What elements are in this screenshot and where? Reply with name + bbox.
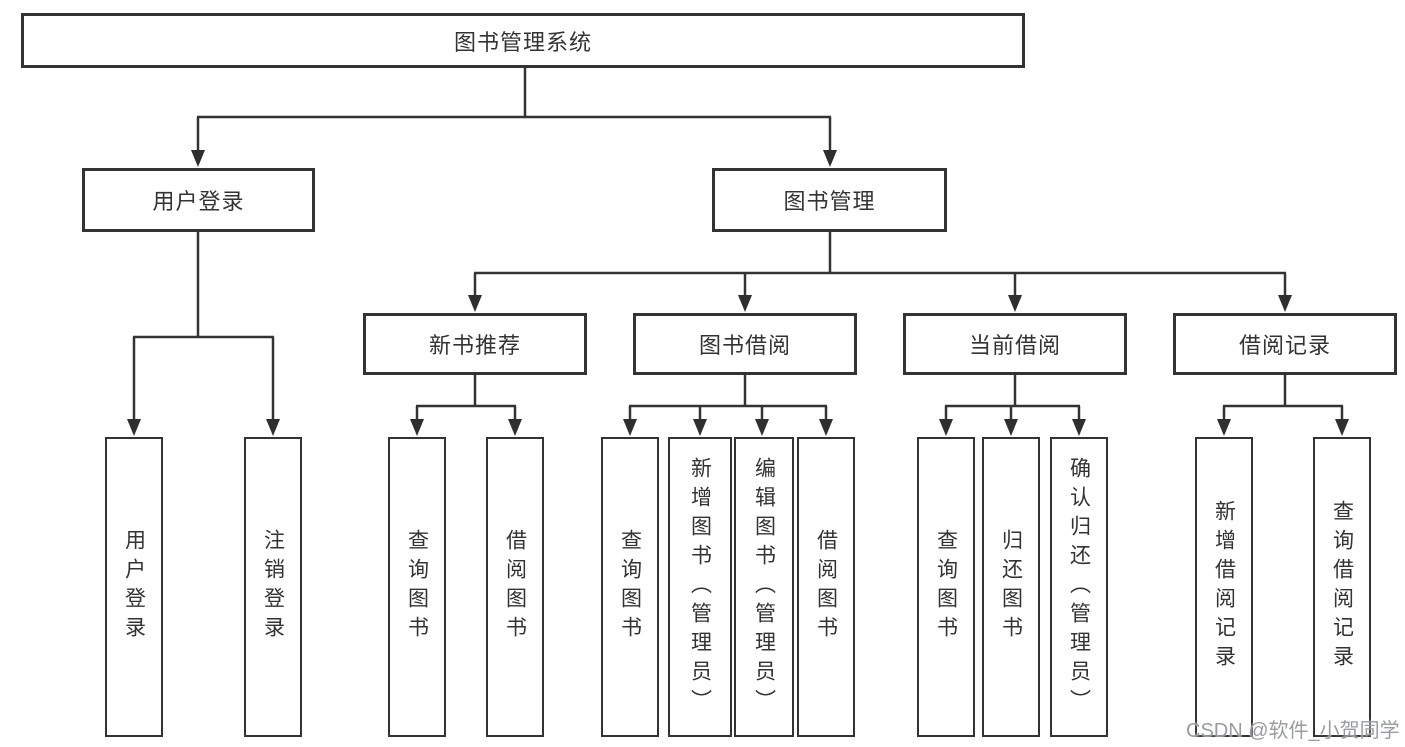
node-current-borrowing-label: 当前借阅	[968, 333, 1061, 358]
leaf-return-books: 归还图书	[982, 437, 1040, 737]
leaf-add-borrow-record: 新增借阅记录	[1195, 437, 1253, 737]
node-root-label: 图书管理系统	[453, 29, 592, 55]
leaf-edit-books-admin-label: 编辑图书（管理员）	[752, 456, 776, 718]
arrowheads-group	[127, 150, 1349, 436]
node-new-book-recommendation-label: 新书推荐	[428, 333, 521, 358]
node-book-management: 图书管理	[712, 168, 947, 232]
leaf-logout: 注销登录	[244, 437, 302, 737]
leaf-query-borrow-record: 查询借阅记录	[1313, 437, 1371, 737]
leaf-return-books-label: 归还图书	[999, 529, 1023, 645]
leaf-borrow-books-recommend-label: 借阅图书	[503, 529, 527, 645]
leaf-query-books-recommend: 查询图书	[388, 437, 446, 737]
leaf-borrow-books: 借阅图书	[797, 437, 855, 737]
leaf-edit-books-admin: 编辑图书（管理员）	[734, 437, 794, 737]
connector-group	[132, 68, 1344, 421]
csdn-watermark: CSDN @软件_小贺同学	[1186, 720, 1400, 742]
leaf-add-books-admin-label: 新增图书（管理员）	[688, 456, 712, 718]
leaf-query-books-recommend-label: 查询图书	[405, 529, 429, 645]
node-root: 图书管理系统	[21, 13, 1025, 68]
leaf-query-books-current: 查询图书	[917, 437, 975, 737]
leaf-query-books-borrowing-label: 查询图书	[618, 529, 642, 645]
leaf-query-books-current-label: 查询图书	[934, 529, 958, 645]
leaf-user-login-label: 用户登录	[122, 529, 146, 645]
node-borrowing-records: 借阅记录	[1173, 313, 1397, 375]
node-user-login-label: 用户登录	[152, 189, 245, 214]
leaf-add-borrow-record-label: 新增借阅记录	[1212, 500, 1236, 674]
node-user-login: 用户登录	[82, 168, 315, 232]
leaf-query-borrow-record-label: 查询借阅记录	[1330, 500, 1354, 674]
leaf-confirm-return-admin-label: 确认归还（管理员）	[1067, 456, 1091, 718]
leaf-query-books-borrowing: 查询图书	[601, 437, 659, 737]
leaf-confirm-return-admin: 确认归还（管理员）	[1050, 437, 1108, 737]
node-book-borrowing-label: 图书借阅	[698, 333, 791, 358]
leaf-logout-label: 注销登录	[261, 529, 285, 645]
leaf-add-books-admin: 新增图书（管理员）	[668, 437, 732, 737]
leaf-borrow-books-label: 借阅图书	[814, 529, 838, 645]
node-new-book-recommendation: 新书推荐	[363, 313, 587, 375]
leaf-borrow-books-recommend: 借阅图书	[486, 437, 544, 737]
node-book-borrowing: 图书借阅	[633, 313, 857, 375]
node-borrowing-records-label: 借阅记录	[1238, 333, 1331, 358]
node-book-management-label: 图书管理	[783, 189, 876, 214]
leaf-user-login: 用户登录	[105, 437, 163, 737]
node-current-borrowing: 当前借阅	[903, 313, 1127, 375]
